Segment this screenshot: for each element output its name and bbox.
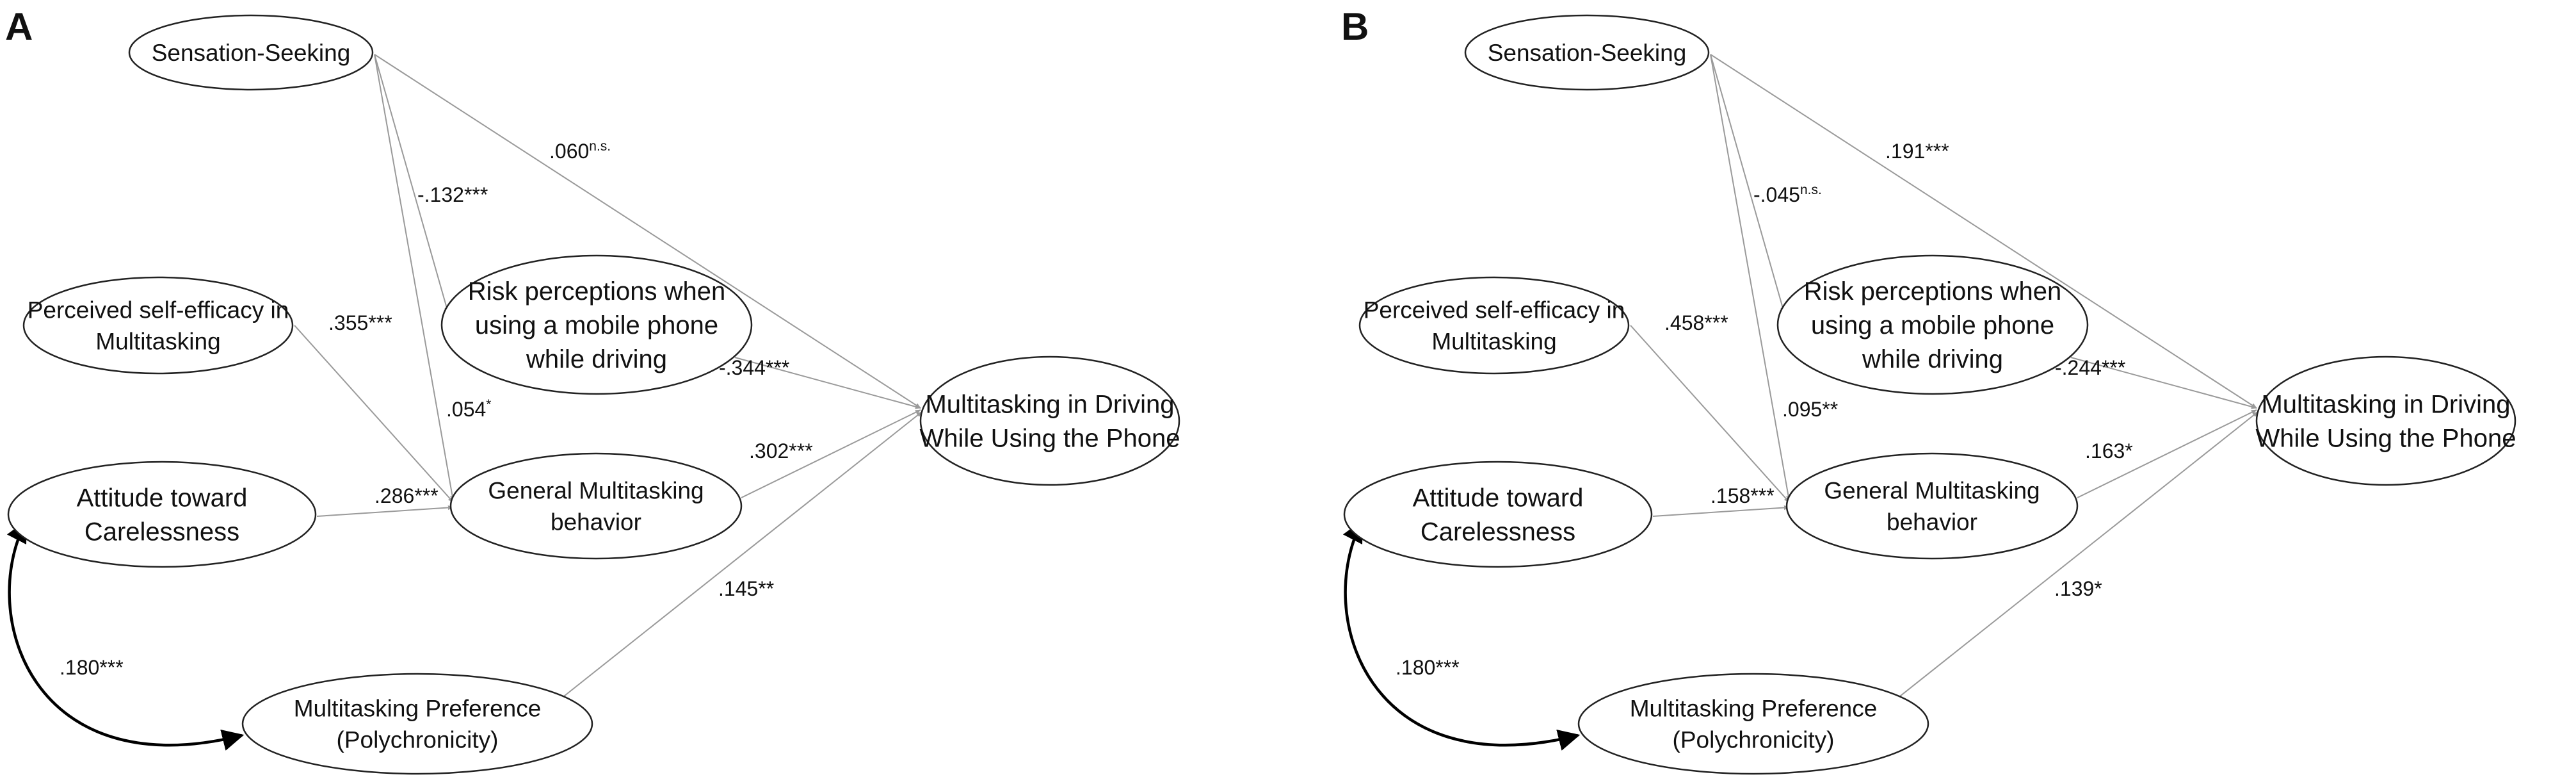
node-label-line: Sensation-Seeking	[1488, 40, 1687, 66]
path-sensation-to-driving	[1710, 54, 2257, 409]
node-label-line: Carelessness	[85, 518, 239, 546]
node-ellipse	[1776, 254, 2089, 395]
panel-label: A	[5, 5, 33, 48]
coefficient-poly-to-mtd: .139*	[2054, 577, 2102, 600]
node-ellipse	[919, 356, 1180, 486]
node-label-line: Multitasking	[1431, 328, 1556, 354]
node-ellipse	[7, 461, 317, 568]
node-label-line: While Using the Phone	[920, 424, 1180, 452]
node-general-multitasking: General Multitasking behavior	[449, 452, 743, 560]
path-sensation-to-general	[1710, 54, 1791, 502]
node-label-line: Multitasking in Driving	[2261, 391, 2510, 419]
path-sensation-to-risk	[374, 54, 449, 313]
path-sensation-to-general	[374, 54, 455, 502]
coefficient-att-to-gm: .286***	[374, 484, 439, 507]
coefficient-att-to-gm: .158***	[1711, 484, 1775, 507]
node-label-line: while driving	[1862, 345, 2003, 373]
coefficient-gm-to-mtd: .302***	[749, 439, 813, 462]
node-ellipse	[1343, 461, 1653, 568]
node-label-line: Perceived self-efficacy in	[28, 297, 289, 323]
coefficient-se-to-gm: .458***	[1664, 311, 1728, 334]
path-attitude-to-general	[1652, 505, 1790, 517]
node-self-efficacy: Perceived self-efficacy in Multitasking	[1358, 276, 1630, 375]
path-risk-to-driving	[734, 357, 921, 409]
node-risk-perceptions: Risk perceptions when using a mobile phon…	[1776, 254, 2089, 395]
node-ellipse	[22, 276, 294, 375]
path-sensation-to-risk	[1710, 54, 1785, 313]
coefficient-att-poly-corr: .180***	[60, 656, 124, 679]
coefficient-ss-to-mtd: .060n.s.	[549, 139, 611, 163]
node-label-line: General Multitasking	[1824, 478, 2040, 504]
coefficient-ss-to-gm: -.045n.s.	[1753, 183, 1822, 206]
path-efficacy-to-general	[294, 325, 454, 503]
node-label-line: General Multitasking	[488, 478, 704, 504]
path-risk-to-driving	[2070, 357, 2257, 409]
node-ellipse	[1464, 14, 1710, 91]
node-label-line: Carelessness	[1421, 518, 1575, 546]
coefficient-rp-to-mtd: -.344***	[719, 356, 789, 379]
coefficient-rp-to-mtd: -.244***	[2055, 356, 2125, 379]
node-label-line: behavior	[551, 509, 641, 535]
node-label-line: (Polychronicity)	[337, 726, 499, 753]
node-label-line: Attitude toward	[1413, 484, 1584, 512]
coefficient-gm-to-mtd: .163*	[2085, 439, 2133, 462]
node-label-line: Multitasking Preference	[1630, 696, 1878, 722]
node-ellipse	[449, 452, 743, 560]
correlation-attitude-polychronicity	[1342, 519, 1581, 751]
path-sensation-to-driving	[374, 54, 921, 409]
node-ellipse	[128, 14, 374, 91]
panel-label: B	[1341, 5, 1369, 48]
node-self-efficacy: Perceived self-efficacy in Multitasking	[22, 276, 294, 375]
coefficient-se-to-gm: .355***	[328, 311, 392, 334]
node-label-line: Multitasking in Driving	[925, 391, 1174, 419]
node-label-line: Attitude toward	[77, 484, 248, 512]
node-ellipse	[1577, 673, 1929, 775]
node-ellipse	[1358, 276, 1630, 375]
node-label-line: Sensation-Seeking	[152, 40, 351, 66]
node-label-line: Multitasking	[95, 328, 220, 354]
node-label-line: behavior	[1887, 509, 1977, 535]
node-label-line: Perceived self-efficacy in	[1364, 297, 1625, 323]
path-attitude-to-general	[316, 505, 454, 517]
node-label-line: Multitasking Preference	[294, 696, 542, 722]
node-label-line: using a mobile phone	[1811, 311, 2054, 339]
node-sensation-seeking: Sensation-Seeking	[1464, 14, 1710, 91]
node-sensation-seeking: Sensation-Seeking	[128, 14, 374, 91]
coefficient-rp-to-gm: .095**	[1782, 398, 1838, 421]
path-general-to-driving	[741, 409, 921, 498]
node-ellipse	[440, 254, 753, 395]
path-efficacy-to-general	[1630, 325, 1790, 503]
path-poly-to-driving	[1869, 411, 2258, 721]
coefficient-att-poly-corr: .180***	[1396, 656, 1460, 679]
node-ellipse	[2255, 356, 2516, 486]
node-polychronicity: Multitasking Preference (Polychronicity)	[241, 673, 593, 775]
node-label-line: Risk perceptions when	[468, 277, 725, 306]
node-ellipse	[1785, 452, 2079, 560]
node-label-line: Risk perceptions when	[1804, 277, 2061, 306]
coefficient-rp-to-gm: .054*	[446, 397, 491, 421]
node-label-line: while driving	[526, 345, 667, 373]
path-general-to-driving	[2077, 409, 2257, 498]
correlation-attitude-polychronicity	[6, 519, 245, 751]
node-general-multitasking: General Multitasking behavior	[1785, 452, 2079, 560]
node-polychronicity: Multitasking Preference (Polychronicity)	[1577, 673, 1929, 775]
node-label-line: While Using the Phone	[2256, 424, 2516, 452]
path-poly-to-driving	[533, 411, 922, 721]
coefficient-ss-to-gm: -.132***	[417, 183, 488, 206]
node-label-line: using a mobile phone	[475, 311, 718, 339]
coefficient-ss-to-mtd: .191***	[1885, 140, 1949, 163]
node-label-line: (Polychronicity)	[1673, 726, 1835, 753]
node-ellipse	[241, 673, 593, 775]
node-risk-perceptions: Risk perceptions when using a mobile phon…	[440, 254, 753, 395]
coefficient-poly-to-mtd: .145**	[718, 577, 774, 600]
